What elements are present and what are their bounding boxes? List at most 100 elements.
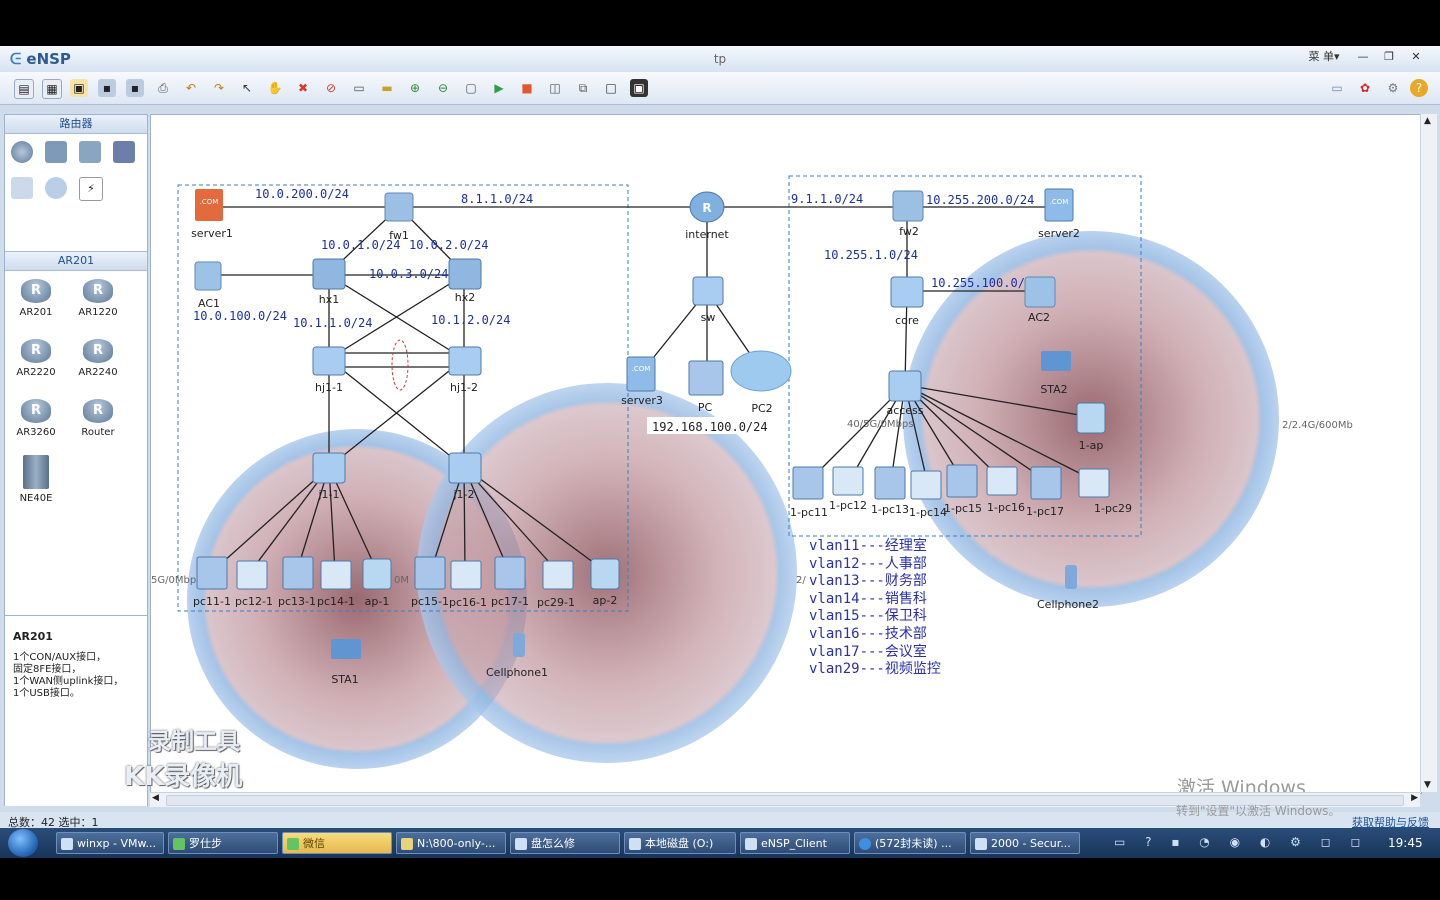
1-pc13-device[interactable] bbox=[874, 466, 906, 500]
ac1-device[interactable] bbox=[194, 261, 222, 291]
pc14-1-device[interactable] bbox=[320, 560, 352, 590]
task-item[interactable]: N:\800-only-... bbox=[396, 832, 506, 854]
huawei-icon[interactable]: ✿ bbox=[1359, 81, 1371, 95]
save-as-icon[interactable]: ▪ bbox=[126, 79, 144, 97]
firewall-category-icon[interactable] bbox=[113, 141, 135, 163]
pan-icon[interactable]: ✋ bbox=[267, 81, 283, 95]
redo-icon[interactable]: ↷ bbox=[213, 81, 225, 95]
delete-icon[interactable]: ✖ bbox=[297, 81, 309, 95]
task-item[interactable]: 微信 bbox=[282, 832, 392, 854]
pc29-1-device[interactable] bbox=[542, 560, 574, 590]
ac2-device[interactable] bbox=[1024, 276, 1056, 308]
router-category-icon[interactable] bbox=[11, 141, 33, 163]
stop-icon[interactable]: ■ bbox=[521, 81, 533, 95]
1-pc17-device[interactable] bbox=[1030, 466, 1062, 500]
scroll-right-icon[interactable]: ▶ bbox=[1411, 793, 1418, 803]
pc13-1-device[interactable] bbox=[282, 556, 314, 590]
menu-button[interactable]: 菜 单▾ bbox=[1308, 50, 1340, 63]
delete-link-icon[interactable]: ⊘ bbox=[325, 81, 337, 95]
help-feedback-link[interactable]: 获取帮助与反馈 bbox=[1352, 816, 1429, 829]
j1-2-device[interactable] bbox=[448, 452, 482, 484]
pc16-1-device[interactable] bbox=[450, 560, 482, 590]
new-example-icon[interactable]: ▦ bbox=[42, 79, 62, 99]
task-item[interactable]: 盘怎么修 bbox=[510, 832, 620, 854]
1-pc16-device[interactable] bbox=[986, 466, 1018, 496]
access-device[interactable] bbox=[888, 370, 922, 402]
open-icon[interactable]: ▣ bbox=[70, 79, 88, 97]
fw2-device[interactable] bbox=[892, 190, 924, 222]
cable-category-icon[interactable]: ⚡ bbox=[79, 177, 103, 201]
scroll-up-icon[interactable]: ▲ bbox=[1424, 116, 1431, 126]
task-item[interactable]: eNSP_Client bbox=[740, 832, 850, 854]
capture-icon[interactable]: ◫ bbox=[549, 81, 561, 95]
wireless-category-icon[interactable] bbox=[79, 141, 101, 163]
ap-2-device[interactable] bbox=[590, 558, 620, 590]
horizontal-scrollbar[interactable]: ◀ ▶ bbox=[150, 792, 1420, 807]
server2-device[interactable]: .COM bbox=[1044, 188, 1074, 222]
save-icon[interactable]: ▪ bbox=[98, 79, 116, 97]
palette-icon[interactable]: ▬ bbox=[381, 81, 393, 95]
close-button[interactable]: ✕ bbox=[1411, 50, 1421, 63]
help-icon[interactable]: ? bbox=[1410, 79, 1428, 97]
pc11-1-device[interactable] bbox=[196, 556, 228, 590]
minimize-button[interactable]: — bbox=[1357, 50, 1369, 63]
topology-canvas[interactable]: .COM R .COM .COM bbox=[150, 114, 1422, 794]
clock[interactable]: 19:45 bbox=[1388, 836, 1423, 850]
pc17-1-device[interactable] bbox=[494, 556, 526, 590]
zoom-in-icon[interactable]: ⊕ bbox=[409, 81, 421, 95]
1-pc11-device[interactable] bbox=[792, 466, 824, 500]
tray-icons[interactable]: ▭ ? ▪ ◔ ◉ ◐ ⚙ ◻ ◻ bbox=[1114, 835, 1369, 849]
restore-button[interactable]: ❐ bbox=[1384, 50, 1394, 63]
task-item[interactable]: 罗仕步 bbox=[168, 832, 278, 854]
server1-device[interactable]: .COM bbox=[195, 189, 223, 221]
ap-1-device[interactable] bbox=[362, 558, 392, 590]
core-device[interactable] bbox=[890, 276, 924, 308]
start-icon[interactable]: ▶ bbox=[494, 81, 504, 95]
internet-router[interactable]: R bbox=[689, 191, 725, 223]
task-item[interactable]: (572封未读) ... bbox=[854, 832, 966, 854]
message-icon[interactable]: ▭ bbox=[1331, 81, 1343, 95]
hj1-2-device[interactable] bbox=[448, 346, 482, 376]
scroll-down-icon[interactable]: ▼ bbox=[1424, 780, 1431, 790]
1-pc14-device[interactable] bbox=[910, 470, 942, 500]
cloud-category-icon[interactable] bbox=[45, 177, 67, 199]
j1-1-device[interactable] bbox=[312, 452, 346, 484]
scroll-thumb[interactable] bbox=[166, 795, 1404, 806]
start-button[interactable] bbox=[8, 829, 38, 857]
window-icon[interactable]: □ bbox=[605, 81, 617, 95]
device-ne40e[interactable]: NE40E bbox=[9, 455, 63, 504]
pc2-cloud[interactable] bbox=[730, 350, 792, 392]
text-icon[interactable]: ▭ bbox=[353, 81, 365, 95]
task-item[interactable]: winxp - VMw... bbox=[56, 832, 164, 854]
switch-category-icon[interactable] bbox=[45, 141, 67, 163]
pc15-1-device[interactable] bbox=[414, 556, 446, 590]
task-item[interactable]: 2000 - Secur... bbox=[970, 832, 1080, 854]
scroll-left-icon[interactable]: ◀ bbox=[152, 793, 159, 803]
fit-icon[interactable]: ▢ bbox=[465, 81, 477, 95]
pc12-1-device[interactable] bbox=[236, 560, 268, 590]
fw1-device[interactable] bbox=[384, 192, 414, 222]
cellphone1-device[interactable] bbox=[513, 633, 525, 657]
sta2-device[interactable] bbox=[1041, 351, 1071, 371]
undo-icon[interactable]: ↶ bbox=[185, 81, 197, 95]
pc-device[interactable] bbox=[688, 360, 724, 396]
pc-category-icon[interactable] bbox=[11, 177, 33, 199]
settings-icon[interactable]: ⚙ bbox=[1387, 81, 1399, 95]
cli-icon[interactable]: ▣ bbox=[630, 79, 648, 97]
topology-icon[interactable]: ⧉ bbox=[578, 81, 588, 95]
new-topology-icon[interactable]: ▤ bbox=[14, 79, 34, 99]
1-pc29-device[interactable] bbox=[1078, 468, 1110, 498]
select-icon[interactable]: ↖ bbox=[241, 81, 253, 95]
hj1-1-device[interactable] bbox=[312, 346, 346, 376]
sta1-device[interactable] bbox=[331, 639, 361, 659]
hx2-device[interactable] bbox=[448, 258, 482, 290]
server3-device[interactable]: .COM bbox=[626, 356, 656, 392]
sw-device[interactable] bbox=[692, 276, 724, 306]
1-pc15-device[interactable] bbox=[946, 464, 978, 498]
hx1-device[interactable] bbox=[312, 258, 346, 290]
